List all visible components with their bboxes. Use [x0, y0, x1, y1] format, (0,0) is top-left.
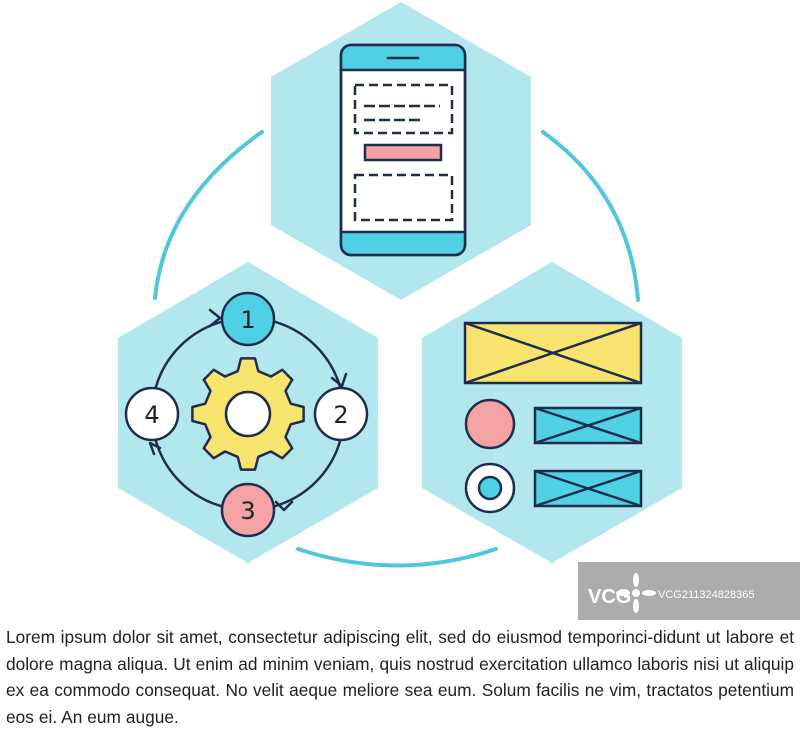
connector-arc-left	[153, 130, 264, 300]
wireframe-layout-icon	[463, 321, 643, 514]
step-circle-1	[220, 291, 276, 347]
phone-bottom-bar	[342, 232, 464, 254]
phone-body-outline	[339, 43, 467, 257]
step-circle-2	[313, 386, 369, 442]
cycle-step-1: 1	[220, 291, 276, 347]
cycle-arrow-1-to-2	[330, 372, 348, 388]
connector-arcs	[153, 130, 640, 568]
cycle-arrow-2-to-3	[274, 500, 294, 512]
cycle-step-3: 3	[220, 482, 276, 538]
step-number-2: 2	[333, 401, 348, 429]
gear-hole	[224, 390, 272, 438]
wireframe-block-2-cross-2	[534, 469, 642, 508]
step-number-1: 1	[240, 306, 255, 334]
gear-icon	[191, 357, 305, 471]
watermark: VCG VCG211324828365	[578, 562, 800, 620]
caption-text: Lorem ipsum dolor sit amet, consectetur …	[6, 627, 794, 727]
step-number-4: 4	[144, 401, 159, 429]
watermark-flower-icon	[616, 573, 656, 613]
smartphone-icon	[339, 43, 467, 257]
connector-arc-right	[541, 130, 640, 302]
connector-arc-bottom	[296, 547, 498, 568]
wireframe-banner-cross-2	[464, 321, 642, 385]
cycle-step-4: 4	[124, 386, 180, 442]
watermark-box	[578, 562, 800, 620]
step-circle-3	[220, 482, 276, 538]
step-circle-4	[124, 386, 180, 442]
cycle-step-2: 2	[313, 386, 369, 442]
phone-text-box	[353, 83, 454, 135]
phone-pink-button	[363, 143, 443, 162]
wireframe-block-1-cross-2	[534, 406, 642, 445]
watermark-logo-text: VCG	[588, 586, 631, 608]
watermark-id-text: VCG211324828365	[658, 589, 754, 601]
wireframe-pink-dot	[464, 398, 516, 450]
cycle-arrow-4-to-1	[208, 308, 222, 328]
wireframe-ring-inner	[477, 475, 503, 501]
diagram-illustration: 1 2 3 4 VCG VCG21	[118, 2, 800, 620]
phone-image-box	[353, 173, 454, 222]
step-number-3: 3	[240, 497, 255, 525]
cycle-arrow-3-to-4	[148, 441, 162, 456]
